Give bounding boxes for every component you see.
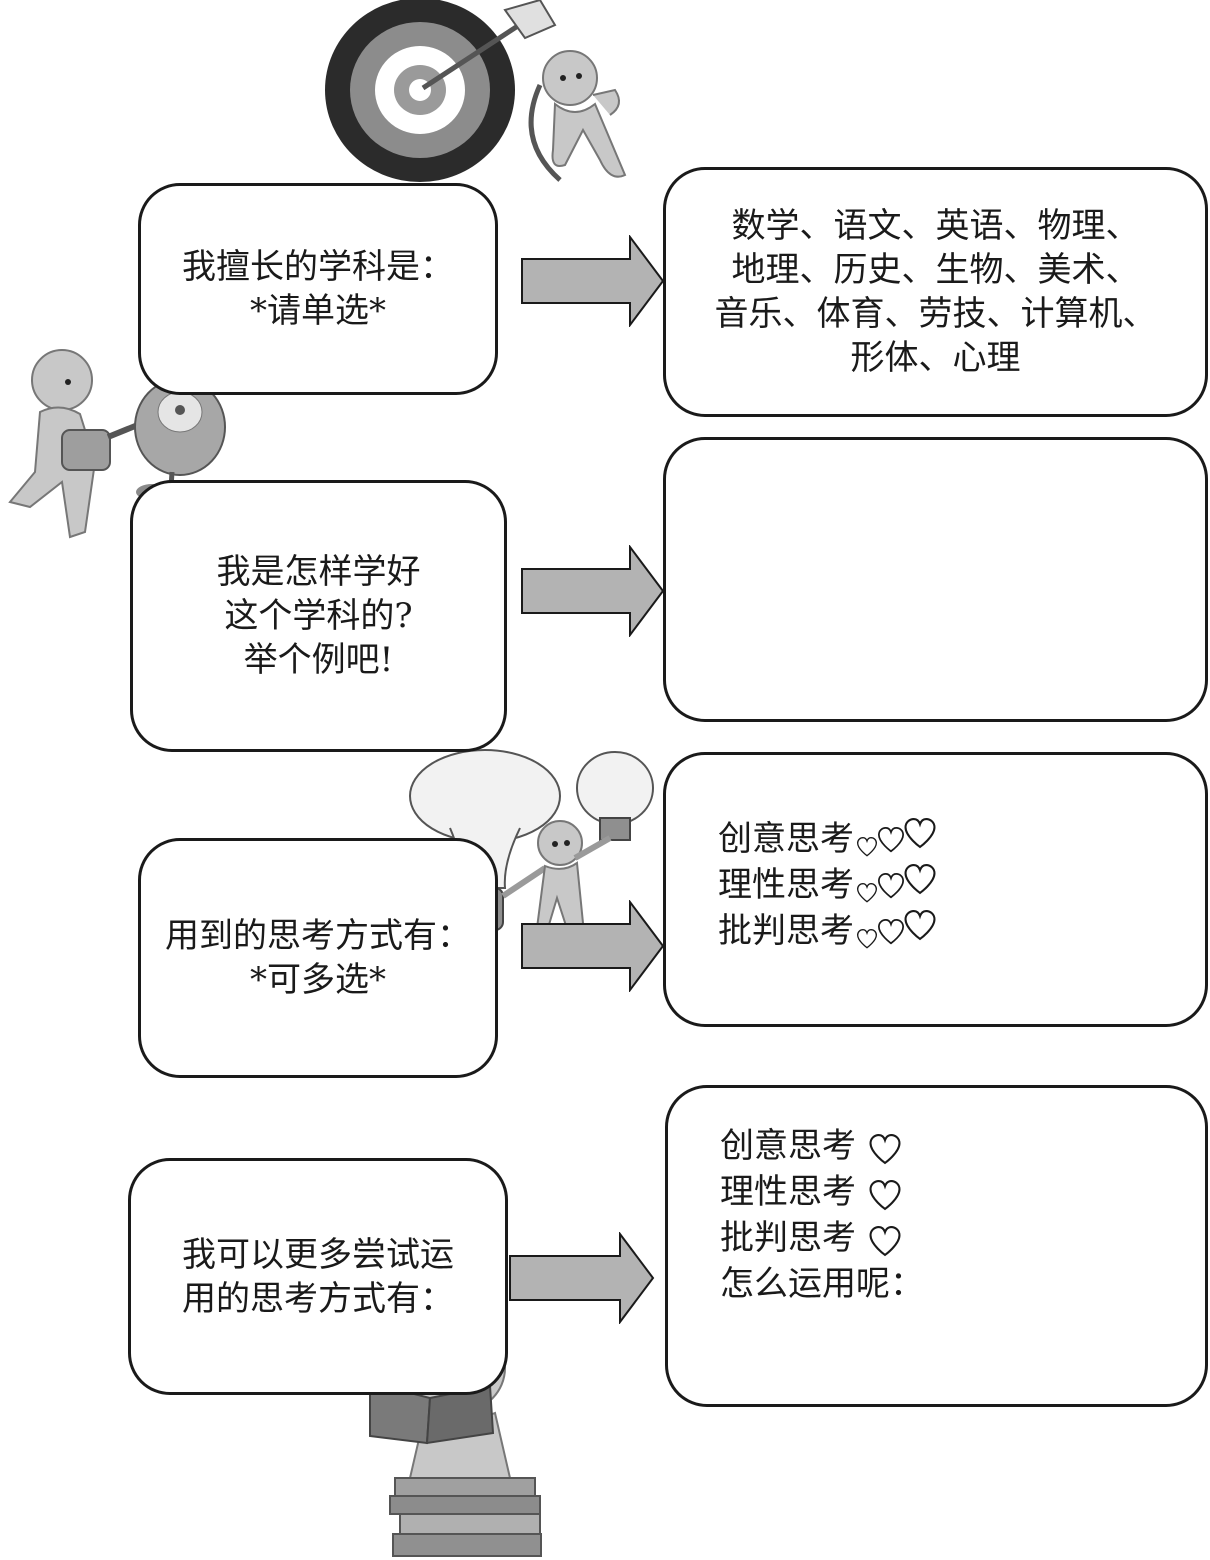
subject-list-line: 音乐、体育、劳技、计算机、 bbox=[714, 294, 1157, 334]
question-line: 这个学科的? bbox=[224, 596, 413, 636]
subject-list-line: 地理、历史、生物、美术、 bbox=[731, 250, 1140, 290]
subject-list-line: 形体、心理 bbox=[850, 338, 1021, 378]
thinking-mode-label: 批判思考 bbox=[718, 911, 854, 951]
thinking-mode-rating-row: 理性思考 bbox=[718, 861, 937, 907]
answer-box-subject-list: 数学、语文、英语、物理、 地理、历史、生物、美术、 音乐、体育、劳技、计算机、 … bbox=[663, 167, 1208, 417]
watering-flower-illustration bbox=[8, 349, 226, 539]
question-line: 用到的思考方式有： bbox=[165, 916, 471, 956]
arrow-icon bbox=[521, 235, 665, 327]
question-line: *请单选* bbox=[250, 291, 386, 331]
question-line: 我是怎样学好 bbox=[216, 552, 421, 592]
archer-figure-icon bbox=[528, 50, 627, 182]
heart-icon[interactable] bbox=[868, 1226, 902, 1257]
thinking-mode-label: 理性思考 bbox=[718, 865, 854, 905]
question-line: 用的思考方式有： bbox=[182, 1278, 454, 1319]
thinking-mode-label: 批判思考 bbox=[720, 1218, 856, 1258]
thinking-mode-label: 创意思考 bbox=[720, 1126, 856, 1166]
answer-box-example-blank bbox=[663, 437, 1208, 722]
question-box-best-subject: 我擅长的学科是： *请单选* bbox=[138, 183, 498, 395]
thinking-mode-rating-row: 批判思考 bbox=[718, 907, 937, 953]
three-hearts-icon[interactable] bbox=[856, 864, 937, 907]
target-archer-illustration bbox=[325, 0, 627, 182]
three-hearts-icon[interactable] bbox=[856, 910, 937, 953]
thinking-mode-label: 理性思考 bbox=[720, 1172, 856, 1212]
follow-up-prompt: 怎么运用呢： bbox=[720, 1260, 924, 1306]
thinking-mode-choice-row: 创意思考 bbox=[720, 1122, 924, 1168]
answer-box-thinking-modes-plan: 创意思考 理性思考 批判思考 怎么运用呢： bbox=[665, 1085, 1208, 1407]
question-box-thinking-modes-to-try: 我可以更多尝试运 用的思考方式有： bbox=[128, 1158, 508, 1395]
follow-up-label: 怎么运用呢： bbox=[720, 1264, 924, 1304]
question-line: 举个例吧! bbox=[243, 640, 394, 680]
question-line: *可多选* bbox=[250, 960, 386, 1000]
thinking-mode-choice-row: 理性思考 bbox=[720, 1168, 924, 1214]
subject-list-line: 数学、语文、英语、物理、 bbox=[731, 206, 1140, 246]
question-line: 我可以更多尝试运 bbox=[182, 1234, 454, 1275]
question-box-how-learned: 我是怎样学好 这个学科的? 举个例吧! bbox=[130, 480, 507, 752]
thinking-mode-label: 创意思考 bbox=[718, 819, 854, 859]
thinking-mode-rating-row: 创意思考 bbox=[718, 815, 937, 861]
question-box-thinking-modes-used: 用到的思考方式有： *可多选* bbox=[138, 838, 498, 1078]
heart-icon[interactable] bbox=[868, 1180, 902, 1211]
watering-figure-icon bbox=[8, 349, 152, 539]
arrow-icon bbox=[509, 1232, 655, 1324]
arrow-icon bbox=[521, 900, 665, 992]
target-icon bbox=[325, 0, 557, 182]
thinking-mode-choice-row: 批判思考 bbox=[720, 1214, 924, 1260]
heart-icon[interactable] bbox=[868, 1134, 902, 1165]
answer-box-thinking-mode-ratings: 创意思考 理性思考 批判思考 bbox=[663, 752, 1208, 1027]
three-hearts-icon[interactable] bbox=[856, 818, 937, 861]
question-line: 我擅长的学科是： bbox=[182, 247, 454, 287]
arrow-icon bbox=[521, 545, 665, 637]
